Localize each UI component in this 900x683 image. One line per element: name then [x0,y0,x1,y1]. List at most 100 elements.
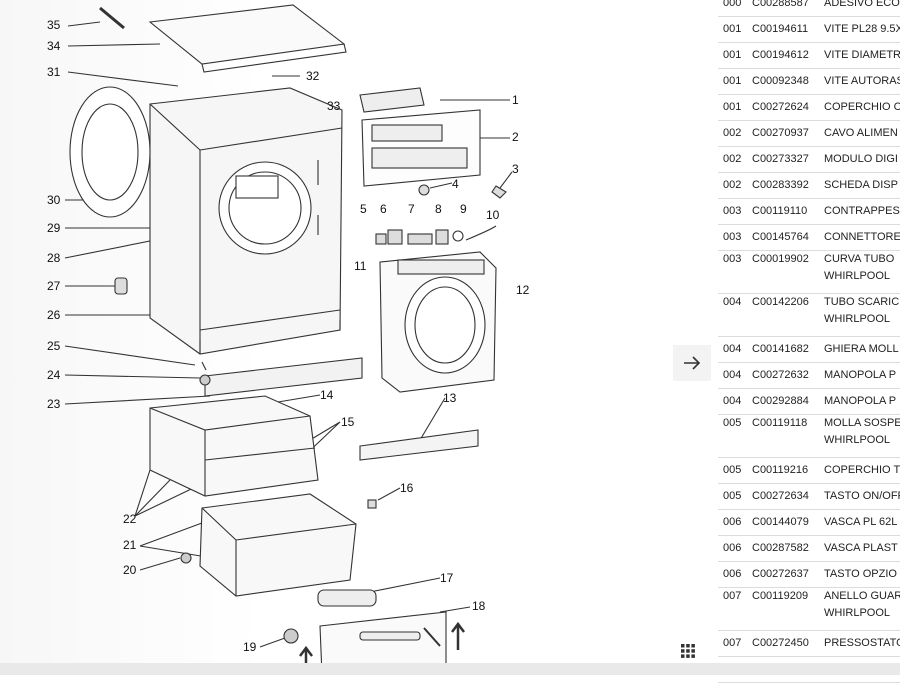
part-code: C00142206 [752,296,809,308]
part-description-line: TASTO ON/OFF [824,490,900,502]
part-ref: 006 [723,516,742,528]
part-description-line: CAVO ALIMEN [824,127,898,139]
part-code: C00287582 [752,542,809,554]
part-code: C00272634 [752,490,809,502]
callout-label: 7 [408,202,415,216]
part-description-line: WHIRLPOOL [824,313,891,325]
callout-label: 27 [47,279,61,293]
part-ref: 004 [723,395,742,407]
part-description: CONNETTORE [824,225,900,250]
callout-label: 18 [472,599,486,613]
part-description: MODULO DIGI [824,147,900,172]
callout-label: 17 [440,571,454,585]
part-description: MANOPOLA P [824,363,900,388]
part-description: TUBO SCARIC WHIRLPOOL [824,294,900,328]
callout-label: 9 [460,202,467,216]
table-row[interactable]: 002 C00273327 MODULO DIGI [718,147,900,173]
table-row[interactable]: 004 C00292884 MANOPOLA P [718,389,900,415]
part-code: C00119209 [752,590,809,602]
grid-icon [681,644,695,658]
callout-label: 1 [512,93,519,107]
part-code: C00273327 [752,153,809,165]
part-description-line: COPERCHIO C [824,101,900,113]
part-description-line: GHIERA MOLL [824,343,899,355]
part-ref: 003 [723,205,742,217]
part-ref: 002 [723,127,742,139]
callout-label: 34 [47,39,61,53]
callout-label: 26 [47,308,61,322]
bottom-scrollbar[interactable] [0,663,900,675]
part-description: VASCA PL 62L [824,510,900,535]
part-ref: 002 [723,153,742,165]
callout-label: 21 [123,538,137,552]
part-description-line: ANELLO GUAR [824,590,900,602]
part-ref: 005 [723,464,742,476]
callout-label: 32 [306,69,320,83]
callout-label: 10 [486,208,500,222]
arrow-right-icon [684,356,701,370]
next-arrow-button[interactable] [673,345,711,381]
callout-label: 30 [47,193,61,207]
part-description-line: ADESIVO ECO [824,0,900,9]
part-description-line: VITE DIAMETR [824,49,900,61]
callout-label: 25 [47,339,61,353]
part-description-line: MOLLA SOSPE [824,417,900,429]
callout-label: 23 [47,397,61,411]
callout-label: 28 [47,251,61,265]
callout-label: 20 [123,563,137,577]
callout-label: 15 [341,415,355,429]
part-description-line: TUBO SCARIC [824,296,900,308]
part-ref: 003 [723,231,742,243]
part-code: C00270937 [752,127,809,139]
part-code: C00092348 [752,75,809,87]
part-description: VITE PL28 9.5X [824,17,900,42]
part-code: C00283392 [752,179,809,191]
part-ref: 001 [723,49,742,61]
part-description: ADESIVO ECO [824,0,900,16]
part-description-line: WHIRLPOOL [824,607,891,619]
part-ref: 001 [723,101,742,113]
part-ref: 002 [723,179,742,191]
part-description: VITE AUTORAS [824,69,900,94]
part-description-line: TASTO OPZIO [824,568,897,580]
part-description-line: MANOPOLA P [824,369,897,381]
part-code: C00292884 [752,395,809,407]
part-code: C00119110 [752,205,808,217]
part-ref: 006 [723,542,742,554]
callout-label: 12 [516,283,530,297]
callout-label: 6 [380,202,387,216]
part-description: GHIERA MOLL [824,337,900,362]
part-description-line: VITE AUTORAS [824,75,900,87]
callout-label: 29 [47,221,61,235]
part-description-line: PRESSOSTATO [824,637,900,649]
part-description-line: MANOPOLA P [824,395,897,407]
part-ref: 004 [723,369,742,381]
callout-label: 8 [435,202,442,216]
callout-label: 2 [512,130,519,144]
table-row[interactable]: 002 C00270937 CAVO ALIMEN [718,121,900,147]
grid-menu-button[interactable] [676,640,700,662]
part-ref: 007 [723,637,742,649]
